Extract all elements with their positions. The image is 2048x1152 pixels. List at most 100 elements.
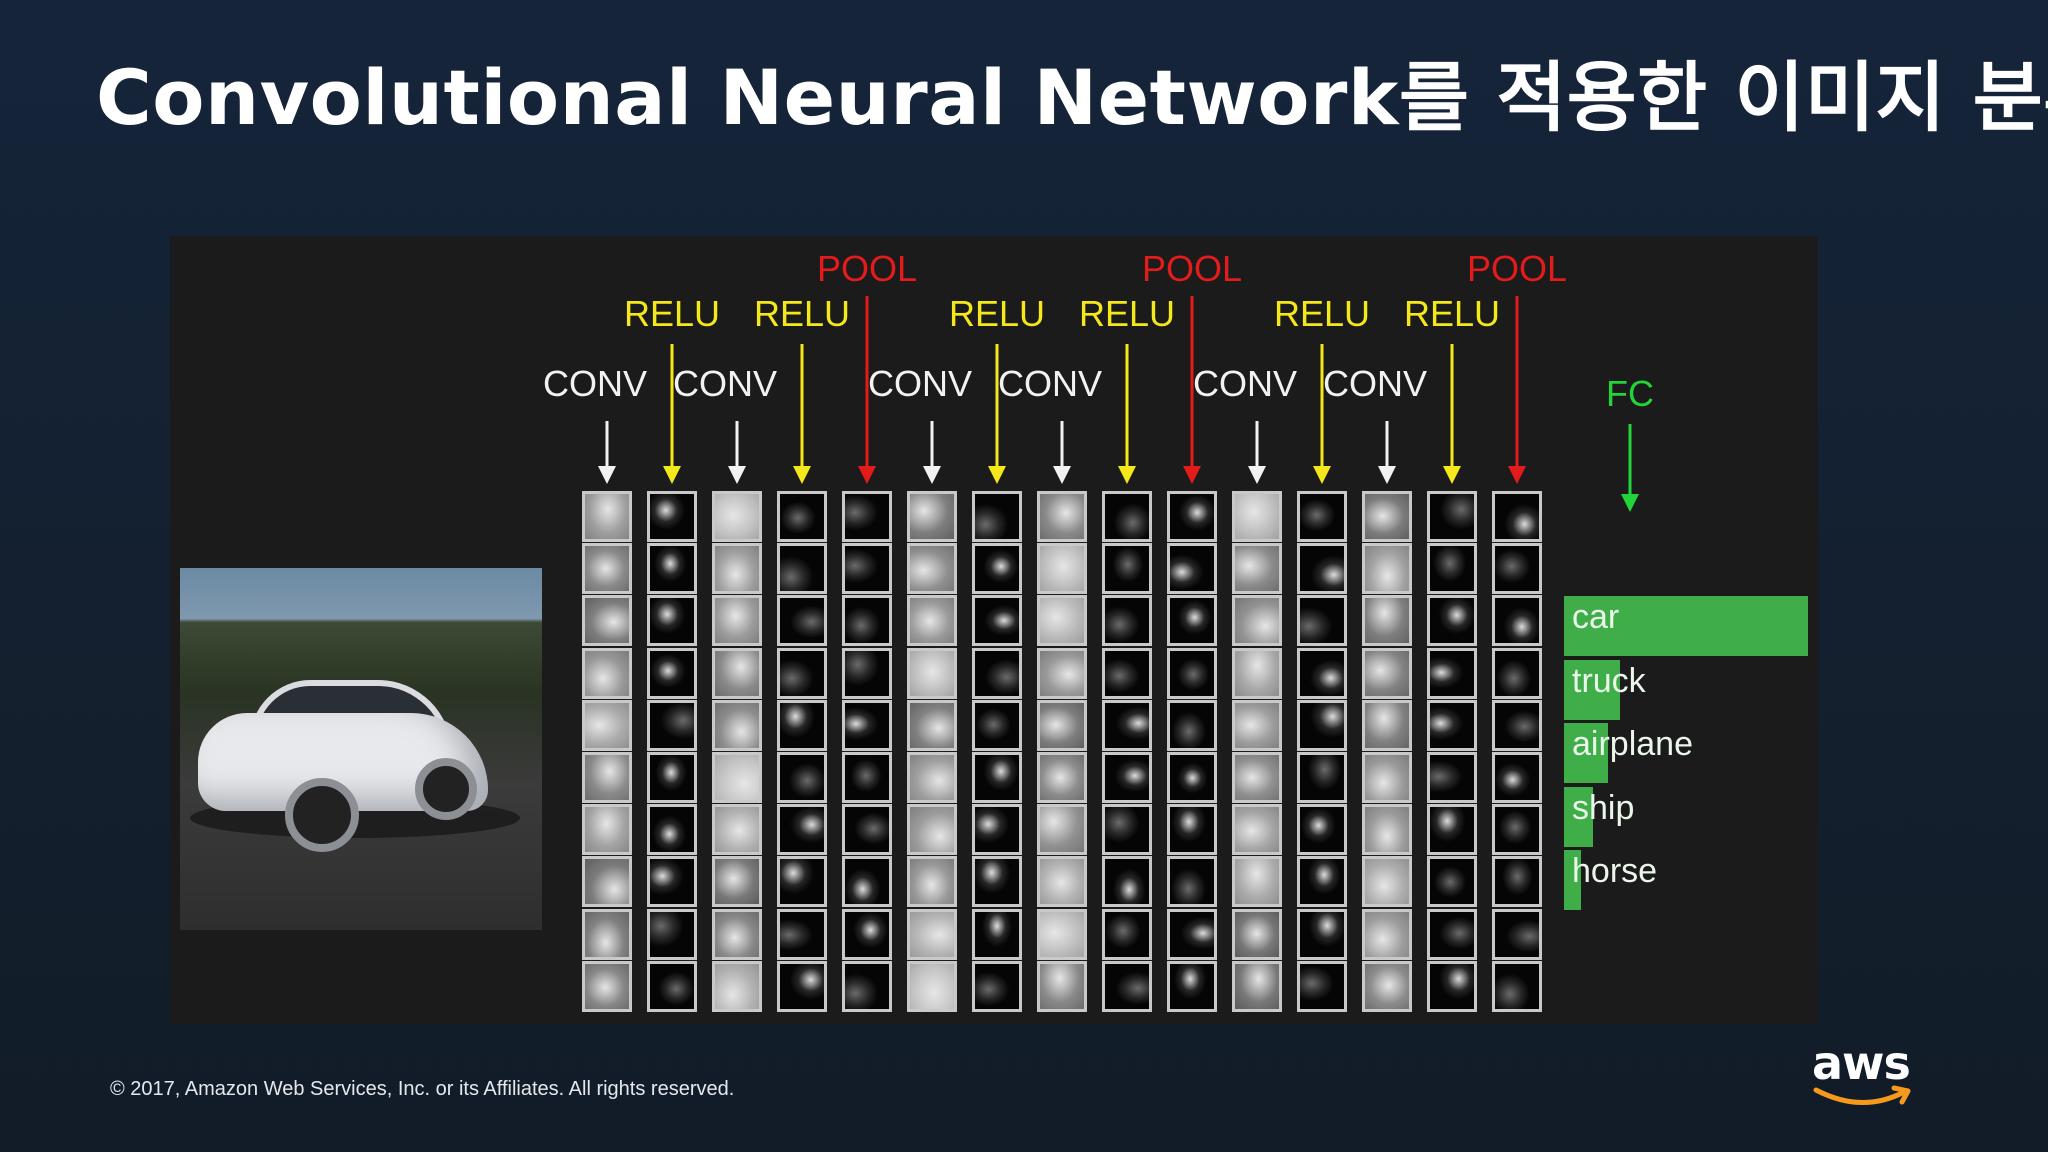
feature-map (1362, 960, 1412, 1012)
feature-map (582, 491, 632, 542)
down-arrow-icon (1310, 344, 1334, 484)
feature-map (777, 543, 827, 595)
down-arrow-icon (1050, 421, 1074, 484)
feature-map (777, 856, 827, 908)
down-arrow-icon (1375, 421, 1399, 484)
feature-map (842, 647, 892, 699)
feature-map (1232, 491, 1282, 542)
feature-map (647, 647, 697, 699)
car-front-wheel (285, 778, 359, 852)
feature-map (1427, 752, 1477, 803)
feature-map (777, 804, 827, 856)
feature-map (1297, 595, 1347, 647)
feature-map (1232, 752, 1282, 803)
feature-map (777, 699, 827, 751)
feature-map (712, 856, 762, 908)
feature-map (1102, 856, 1152, 908)
down-arrow-icon (1245, 421, 1269, 484)
feature-map (1297, 752, 1347, 803)
feature-map (842, 856, 892, 908)
feature-map (1427, 908, 1477, 960)
feature-map (1102, 908, 1152, 960)
bar-airplane (1564, 723, 1608, 783)
feature-map (582, 543, 632, 595)
layer-label-fc: FC (1606, 373, 1654, 414)
feature-map (1492, 595, 1542, 647)
down-arrow-icon (855, 296, 879, 484)
feature-map (1232, 595, 1282, 647)
feature-map (777, 647, 827, 699)
feature-map (1102, 804, 1152, 856)
feature-map (842, 543, 892, 595)
feature-map (582, 699, 632, 751)
feature-map (712, 647, 762, 699)
feature-map (1492, 699, 1542, 751)
feature-map (777, 595, 827, 647)
bar-label-airplane: airplane (1572, 725, 1693, 763)
layer-label-conv: CONV (1192, 363, 1298, 404)
feature-map (1362, 491, 1412, 542)
bar-truck (1564, 659, 1621, 720)
feature-map (907, 699, 957, 751)
feature-map (1232, 804, 1282, 856)
bar-car (1564, 596, 1808, 656)
feature-map (777, 908, 827, 960)
feature-map (842, 699, 892, 751)
page-title: Convolutional Neural Network를 적용한 이미지 분류 (96, 53, 2048, 142)
feature-map (582, 804, 632, 856)
feature-map (647, 908, 697, 960)
feature-map (1167, 699, 1217, 751)
feature-map (972, 647, 1022, 699)
feature-map (1232, 699, 1282, 751)
feature-map (1167, 752, 1217, 803)
down-arrow-icon (1505, 296, 1529, 484)
feature-map (1297, 804, 1347, 856)
feature-map (972, 491, 1022, 542)
bar-label-truck: truck (1572, 661, 1646, 700)
feature-map (1362, 595, 1412, 647)
feature-map (842, 595, 892, 647)
feature-map (1037, 960, 1087, 1012)
down-arrow-icon (595, 421, 619, 484)
layer-label-conv: CONV (1322, 363, 1428, 404)
feature-map (1297, 856, 1347, 908)
layer-label-relu: RELU (1403, 293, 1501, 334)
feature-map (1037, 752, 1087, 803)
feature-map (582, 752, 632, 803)
feature-map (1492, 908, 1542, 960)
down-arrow-icon (1115, 344, 1139, 484)
feature-map (842, 752, 892, 803)
feature-map (1037, 908, 1087, 960)
feature-map (1297, 647, 1347, 699)
copyright-footer: © 2017, Amazon Web Services, Inc. or its… (110, 1078, 735, 1100)
layer-label-pool: POOL (1141, 248, 1243, 289)
down-arrow-icon (920, 421, 944, 484)
feature-map (1427, 699, 1477, 751)
feature-map (582, 595, 632, 647)
feature-map (1102, 595, 1152, 647)
bar-label-car: car (1572, 598, 1620, 636)
feature-map (842, 804, 892, 856)
feature-map (1297, 960, 1347, 1012)
feature-map (777, 491, 827, 542)
feature-map (1297, 543, 1347, 595)
feature-map (842, 908, 892, 960)
feature-map (647, 543, 697, 595)
feature-map (647, 804, 697, 856)
feature-map (1232, 908, 1282, 960)
input-image-car (180, 568, 542, 930)
feature-map (777, 752, 827, 803)
feature-map (1427, 595, 1477, 647)
feature-map (842, 491, 892, 542)
feature-map (712, 804, 762, 856)
feature-map (712, 543, 762, 595)
bar-label-horse: horse (1572, 852, 1658, 890)
feature-map (582, 960, 632, 1012)
feature-map (1362, 804, 1412, 856)
feature-map (1427, 647, 1477, 699)
aws-logo: aws (1812, 1040, 1916, 1112)
feature-map (1167, 804, 1217, 856)
feature-map (1492, 543, 1542, 595)
feature-map (1427, 543, 1477, 595)
